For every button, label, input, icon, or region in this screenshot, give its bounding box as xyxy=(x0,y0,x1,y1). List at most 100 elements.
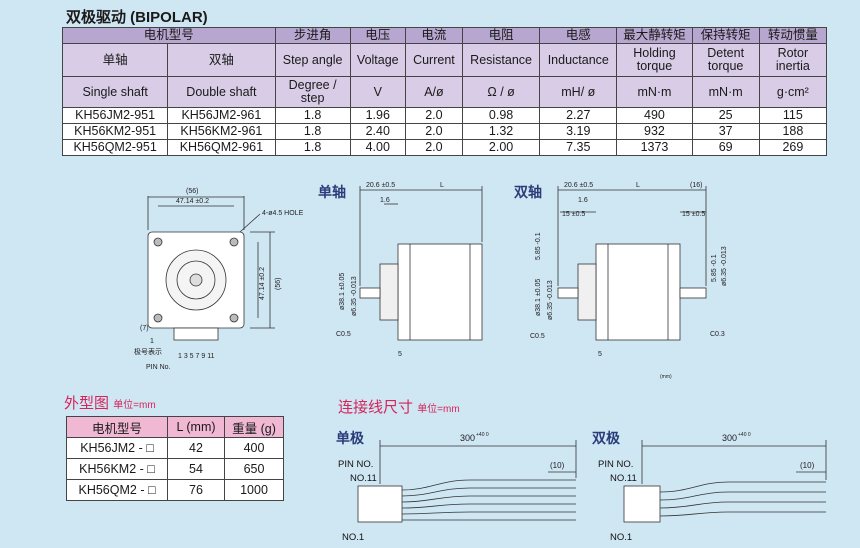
dim-dia3: ø6.35 -0.013 xyxy=(721,246,728,286)
bi-len: 300 xyxy=(722,433,737,443)
connector xyxy=(173,327,219,341)
double-boss xyxy=(577,263,597,321)
cell: 400 xyxy=(224,437,284,459)
cell: 54 xyxy=(167,458,225,480)
bi-tol: +40 0 xyxy=(738,432,751,438)
dim-front-47: 47.14 ±0.2 xyxy=(176,198,209,205)
cell: KH56QM2 - □ xyxy=(66,479,168,501)
sub-voltage: Voltage xyxy=(349,43,406,77)
unit-rotor-inertia: g·cm² xyxy=(758,76,828,108)
sub-detent-torque: Detent torque xyxy=(691,43,760,77)
bi-pin: PIN NO. xyxy=(598,459,633,470)
uni-tol: +40 0 xyxy=(476,432,489,438)
single-label: 单轴 xyxy=(318,184,346,200)
dim-5: 5 xyxy=(398,351,402,358)
bi-no1: NO.1 xyxy=(610,532,632,543)
dim-dia: ø38.1 ±0.05 xyxy=(339,273,346,310)
dim-16: 1.6 xyxy=(380,197,390,204)
cell: 650 xyxy=(224,458,284,480)
outline-header-row: 电机型号 L (mm) 重量 (g) xyxy=(66,416,284,438)
cell: 269 xyxy=(758,139,828,156)
outline-unit: 单位=mm xyxy=(113,400,156,411)
mount-hole xyxy=(153,313,163,323)
cell: 1000 xyxy=(224,479,284,501)
front-view xyxy=(147,196,275,341)
wire-uni xyxy=(357,440,577,523)
pin-label: 极号表示 xyxy=(134,347,162,356)
dim-front-56: (56) xyxy=(186,188,198,195)
double-label: 双轴 xyxy=(514,184,542,200)
cell: 2.0 xyxy=(404,139,464,156)
bi-connector xyxy=(623,485,661,523)
uni-len: 300 xyxy=(460,433,475,443)
single-shaft xyxy=(359,287,381,299)
double-shaft-view xyxy=(557,186,707,341)
dim-c05: C0.5 xyxy=(336,331,351,338)
mount-hole xyxy=(229,237,239,247)
unit-voltage: V xyxy=(349,76,406,108)
header-model: 电机型号 xyxy=(62,27,276,44)
dim-585b: 5.85 -0.1 xyxy=(711,254,718,282)
dim-15b: 15 ±0.5 xyxy=(682,211,705,218)
bi-label: 双极 xyxy=(592,430,620,446)
unit-single: Single shaft xyxy=(61,76,169,108)
cell: 188 xyxy=(758,123,828,140)
cell: KH56JM2 - □ xyxy=(66,437,168,459)
hole-note: 4-ø4.5 HOLE xyxy=(262,210,304,217)
wire-title: 连接线尺寸 单位=mm xyxy=(338,396,460,417)
unit-resistance: Ω / ø xyxy=(461,76,541,108)
uni-no1: NO.1 xyxy=(342,532,364,543)
unit-holding-torque: mN·m xyxy=(616,76,693,108)
cell: KH56KM2-961 xyxy=(167,123,276,140)
uni-connector xyxy=(357,485,403,523)
dim-16c: 1.6 xyxy=(578,197,588,204)
dim-c05b: C0.5 xyxy=(530,333,545,340)
cell: 1.8 xyxy=(274,139,351,156)
dim-206b: 20.6 ±0.5 xyxy=(564,182,593,189)
single-body xyxy=(397,243,483,341)
dim-dia-b: ø38.1 ±0.05 xyxy=(535,279,542,316)
double-shaft-front xyxy=(557,287,579,299)
wire-title-text: 连接线尺寸 xyxy=(338,399,414,416)
dim-Lb: L xyxy=(636,182,640,189)
sub-rotor-inertia: Rotor inertia xyxy=(758,43,828,77)
outline-header-l: L (mm) xyxy=(167,416,225,438)
cell: 76 xyxy=(167,479,225,501)
outline-header-weight: 重量 (g) xyxy=(224,416,284,438)
cell: 42 xyxy=(167,437,225,459)
uni-end: (10) xyxy=(550,461,565,470)
pin-no: PIN No. xyxy=(146,364,171,371)
front-shaft xyxy=(189,273,203,287)
header-detent-torque: 保持转矩 xyxy=(691,27,760,44)
dim-7: (7) xyxy=(140,325,149,332)
sub-holding-torque: Holding torque xyxy=(616,43,693,77)
sub-current: Current xyxy=(404,43,464,77)
dim-L: L xyxy=(440,182,444,189)
cell: 4.00 xyxy=(349,139,406,156)
uni-label: 单极 xyxy=(336,430,364,446)
dim-5b: 5 xyxy=(598,351,602,358)
bi-end: (10) xyxy=(800,461,815,470)
dim-dia2: ø6.35 -0.013 xyxy=(351,276,358,316)
sub-single: 单轴 xyxy=(61,43,169,77)
header-voltage: 电压 xyxy=(349,27,406,44)
outline-title: 外型图 单位=mm xyxy=(64,392,156,413)
dim-16b: (16) xyxy=(690,182,702,189)
dim-1: 1 xyxy=(150,338,154,345)
cell: KH56KM2 - □ xyxy=(66,458,168,480)
unit-mm: (mm) xyxy=(660,374,672,380)
unit-current: A/ø xyxy=(404,76,464,108)
page-title: 双极驱动 (BIPOLAR) xyxy=(66,9,208,26)
dim-side-56: (56) xyxy=(275,278,282,290)
cell: 69 xyxy=(691,139,760,156)
unit-step-angle: Degree / step xyxy=(274,76,351,108)
double-body xyxy=(595,243,681,341)
dim-206: 20.6 ±0.5 xyxy=(366,182,395,189)
dim-c03: C0.3 xyxy=(710,331,725,338)
single-boss xyxy=(379,263,399,321)
cell: KH56QM2-961 xyxy=(167,139,276,156)
